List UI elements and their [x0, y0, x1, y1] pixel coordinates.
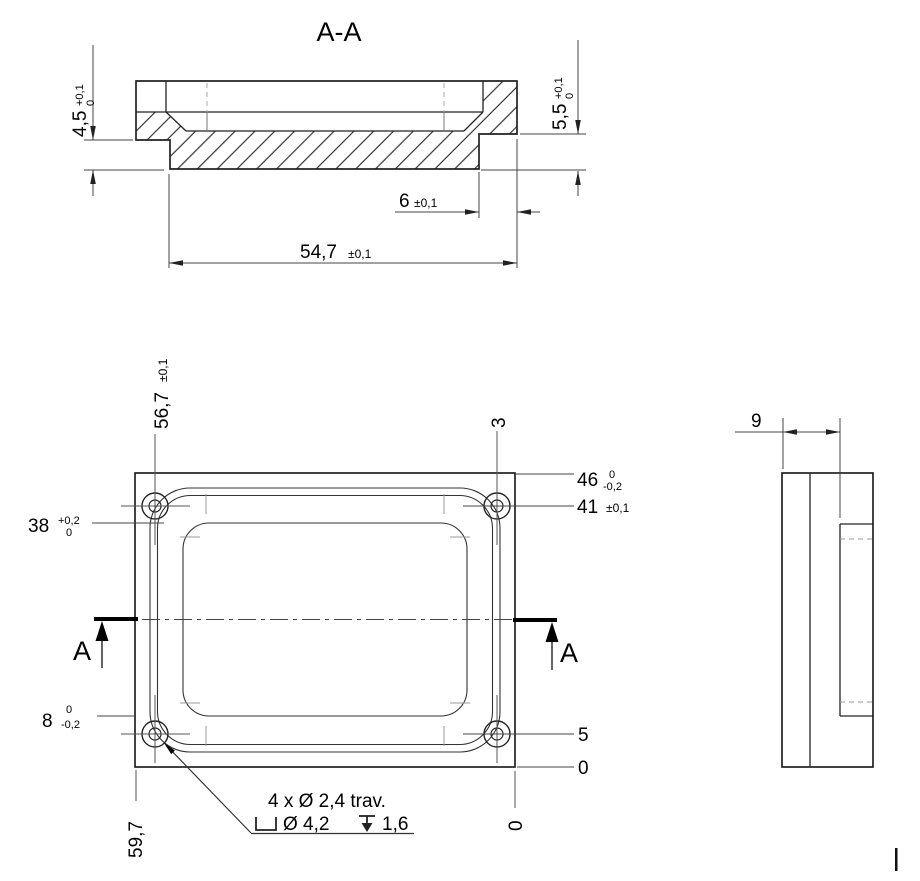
- hole-callout-depth: 1,6: [382, 814, 408, 835]
- side-outline: [781, 472, 874, 768]
- section-view: A-A: [70, 17, 586, 268]
- ord-width-value: 46: [577, 470, 598, 491]
- ord-top-right: 3: [489, 417, 510, 428]
- arrowhead-icon: [465, 209, 479, 215]
- section-inner-edges: [136, 81, 484, 132]
- side-view: 9: [735, 411, 874, 768]
- ordinate-leaders-left: [92, 522, 164, 717]
- dim-depth-right: 5,5 +0,1 0: [481, 40, 586, 196]
- dim-depth-left-value: 4,5: [70, 111, 91, 137]
- ord-top-left-value: 56,7: [152, 392, 173, 429]
- tangent-ticks: [180, 494, 470, 746]
- section-cut-line: A A: [73, 617, 578, 670]
- counterbore-icon: [255, 817, 277, 831]
- section-title: A-A: [316, 17, 361, 47]
- ord-top-left-tol: ±0,1: [156, 358, 170, 382]
- arrowhead-icon: [169, 260, 183, 266]
- dim-width: 54,7 ±0,1: [168, 174, 517, 268]
- ord-pocket-bottom-value: 8: [42, 711, 53, 732]
- ord-pocket-bottom-tol-minus: -0,2: [61, 719, 80, 731]
- cut-label-right: A: [560, 638, 578, 668]
- ord-zero-bottom: 0: [506, 820, 527, 831]
- dim-depth-right-tol-minus: 0: [564, 93, 576, 99]
- dim-thickness-value: 9: [751, 411, 762, 432]
- arrowhead-icon: [783, 429, 797, 435]
- ord-width-tol-minus: -0,2: [603, 481, 622, 493]
- ord-pocket-top-tol-minus: 0: [66, 527, 72, 539]
- ord-holes-top-tol: ±0,1: [606, 501, 630, 515]
- dim-offset: 6 ±0,1: [395, 139, 540, 268]
- section-projection-lines: [206, 83, 445, 131]
- ordinate-leaders-right: [463, 473, 574, 768]
- dim-thickness: 9: [735, 411, 841, 518]
- dim-width-tol: ±0,1: [348, 247, 372, 261]
- arrowhead-icon: [826, 429, 840, 435]
- arrowhead-icon: [517, 209, 531, 215]
- leader-arrowhead-icon: [164, 743, 175, 755]
- dim-offset-tol: ±0,1: [414, 196, 438, 210]
- section-arrow-icon: [545, 622, 559, 642]
- section-arrow-icon: [95, 621, 109, 641]
- dim-offset-value: 6: [399, 191, 410, 212]
- arrowhead-icon: [503, 260, 517, 266]
- dim-depth-right-tol-plus: +0,1: [553, 77, 565, 99]
- hole-callout: 4 x Ø 2,4 trav. Ø 4,2 1,6: [164, 743, 414, 835]
- arrowhead-icon: [575, 120, 581, 134]
- dim-depth-left-tol-minus: 0: [85, 100, 97, 106]
- page-mark: [895, 848, 898, 871]
- ord-holes-bottom: 5: [578, 725, 589, 746]
- hole-callout-line1: 4 x Ø 2,4 trav.: [268, 791, 386, 812]
- arrowhead-icon: [90, 170, 96, 184]
- plan-view: A A 46 0 -0,2 41 ±0,1 5 0 38 +0,2 0 8 0 …: [28, 358, 630, 858]
- ord-pocket-bottom-tol-plus: 0: [66, 704, 72, 716]
- depth-icon: [359, 815, 375, 832]
- side-hidden-lines: [840, 538, 873, 703]
- ord-bottom-left: 59,7: [126, 821, 147, 858]
- ord-top-left: 56,7 ±0,1: [152, 358, 173, 429]
- side-recess: [839, 523, 873, 717]
- dim-depth-left-tol-plus: +0,1: [74, 84, 86, 106]
- ord-width-tol-plus: 0: [609, 469, 615, 481]
- ord-pocket-top-tol-plus: +0,2: [58, 515, 80, 527]
- cut-label-left: A: [73, 636, 91, 666]
- ord-pocket-top-value: 38: [28, 516, 49, 537]
- section-outline: [135, 80, 518, 170]
- hole-callout-cbore-dia: Ø 4,2: [283, 814, 329, 835]
- ord-holes-top-value: 41: [577, 497, 598, 518]
- dim-width-value: 54,7: [300, 242, 337, 263]
- ord-zero-right: 0: [578, 758, 589, 779]
- dim-depth-left: 4,5 +0,1 0: [70, 45, 164, 196]
- dim-depth-right-value: 5,5: [550, 104, 571, 130]
- arrowhead-icon: [90, 126, 96, 140]
- hole-centerlines: [121, 431, 516, 808]
- section-hatch-region: [136, 81, 517, 169]
- arrowhead-icon: [575, 171, 581, 185]
